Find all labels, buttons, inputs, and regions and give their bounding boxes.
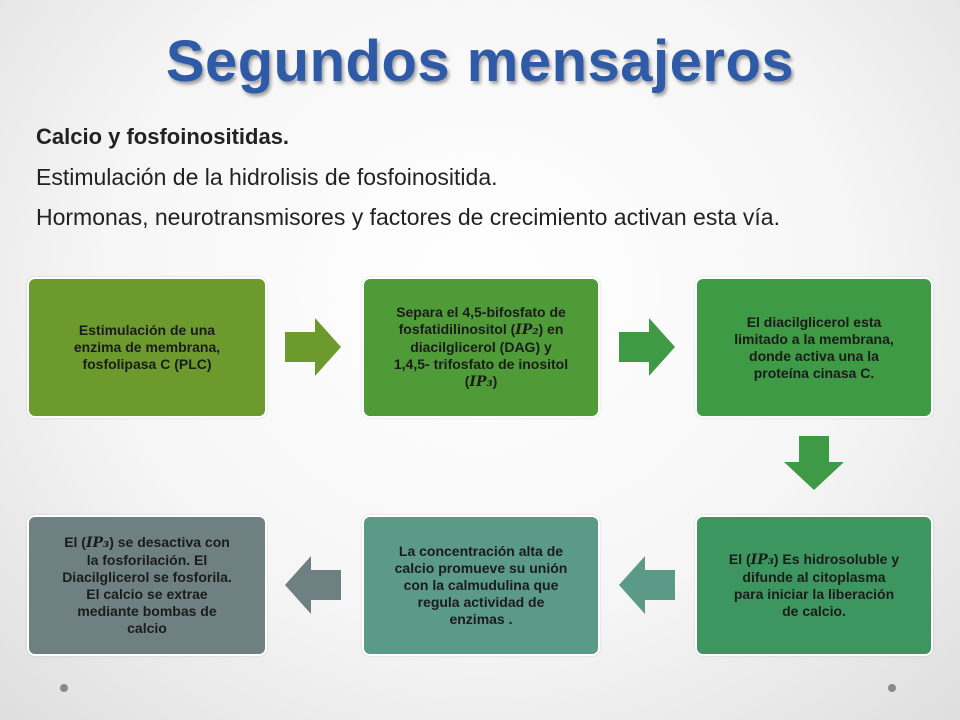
step-5-line: enzimas . [449,611,513,627]
step-1-line: fosfolipasa C (PLC) [82,356,212,372]
step-4-line: de calcio. [782,603,846,619]
step-2-box: Separa el 4,5-bifosfato de fosfatidilino… [362,277,600,418]
decorative-dot [60,684,68,692]
slide-subtitle: Calcio y fosfoinositidas. [36,124,290,149]
step-6-line: El (IP₃) se desactiva con [64,534,230,551]
ip2-formula: IP₂ [515,322,539,338]
arrow-right-icon [285,318,341,376]
ip3-formula: IP₃ [469,374,493,390]
ip3-formula: IP₃ [750,552,774,568]
step-6-line: El calcio se extrae [86,586,208,602]
step-6-line: calcio [127,620,167,636]
step-5-line: La concentración alta de [398,543,564,559]
step-4-line: para iniciar la liberación [733,586,895,602]
arrow-left-icon [619,556,675,614]
step-5-line: con la calmudulina que [403,577,559,593]
step-2-line: (IP₃) [464,373,498,390]
step-3-line: limitado a la membrana, [734,330,894,347]
paragraph-2: Hormonas, neurotransmisores y factores d… [36,204,780,230]
step-4-line: difunde al citoplasma [742,569,886,585]
step-1-line: enzima de membrana, [73,339,221,355]
slide-title: Segundos mensajeros [165,29,795,94]
step-6-box: El (IP₃) se desactiva con la fosforilaci… [27,515,267,656]
step-6-line: Diacilglicerol se fosforila. [62,569,232,585]
step-2-line: Separa el 4,5-bifosfato de [396,304,566,320]
arrow-left-icon [285,556,341,614]
step-5-line: calcio promueve su unión [394,560,568,576]
step-3-line: El diacilglicerol esta [746,313,882,330]
step-3-box: El diacilglicerol esta limitado a la mem… [695,277,933,418]
decorative-dot [888,684,896,692]
step-3-line: donde activa una la [749,347,879,364]
step-2-line: diacilglicerol (DAG) y [410,339,552,355]
step-2-line: fosfatidilinositol (IP₂) en [398,321,564,338]
step-1-line: Estimulación de una [78,322,216,338]
step-2-line: 1,4,5- trifosfato de inositol [393,356,569,372]
step-5-line: regula actividad de [417,594,545,610]
step-5-box: La concentración alta de calcio promueve… [362,515,600,656]
ip3-formula: IP₃ [85,535,110,551]
arrow-down-icon [784,436,844,490]
step-6-line: mediante bombas de [77,603,217,619]
step-4-line: El (IP₃) Es hidrosoluble y [728,551,900,568]
arrow-right-icon [619,318,675,376]
step-3-line: proteína cinasa C. [753,364,875,381]
step-4-box: El (IP₃) Es hidrosoluble y difunde al ci… [695,515,933,656]
step-6-line: la fosforilación. El [86,552,208,568]
step-1-box: Estimulación de una enzima de membrana, … [27,277,267,418]
paragraph-1: Estimulación de la hidrolisis de fosfoin… [36,164,498,190]
